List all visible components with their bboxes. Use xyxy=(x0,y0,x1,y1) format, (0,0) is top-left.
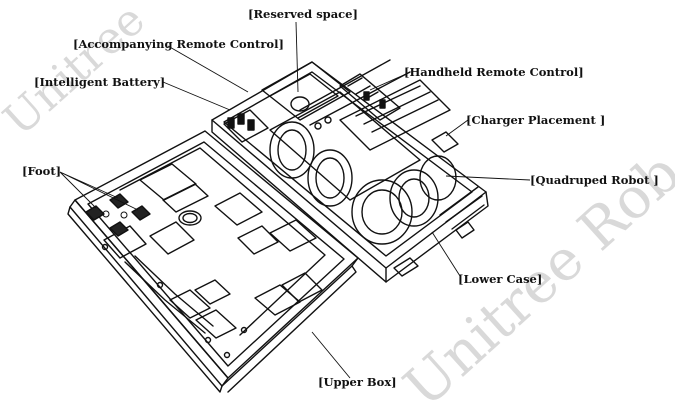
label-lower-case: [Lower Case] xyxy=(458,272,543,286)
reserved-space-area xyxy=(261,61,351,121)
label-charger-placement: [Charger Placement ] xyxy=(466,113,606,127)
handheld-remote xyxy=(339,73,401,121)
quadruped-robot xyxy=(269,59,457,245)
case-illustration xyxy=(59,21,531,393)
label-upper-box: [Upper Box] xyxy=(318,375,397,389)
label-intelligent-battery: [Intelligent Battery] xyxy=(34,75,166,89)
upper-box xyxy=(67,130,359,393)
label-handheld-remote-control: [Handheld Remote Control] xyxy=(404,65,584,79)
intelligent-battery xyxy=(223,109,269,143)
label-foot: [Foot] xyxy=(22,164,62,178)
charger-placement xyxy=(431,131,459,153)
label-accompanying-remote-control: [Accompanying Remote Control] xyxy=(73,37,284,51)
label-quadruped-robot: [Quadruped Robot ] xyxy=(530,173,659,187)
label-reserved-space: [Reserved space] xyxy=(248,7,358,21)
